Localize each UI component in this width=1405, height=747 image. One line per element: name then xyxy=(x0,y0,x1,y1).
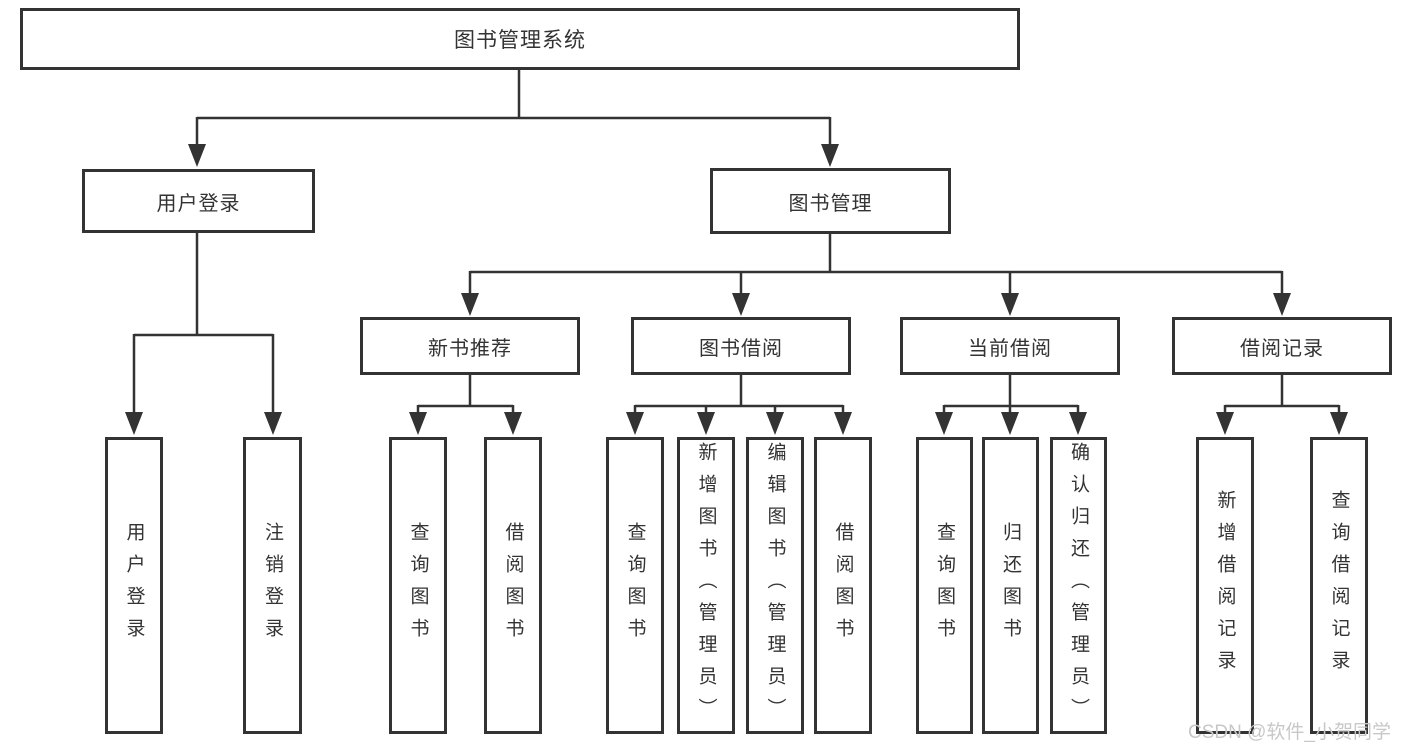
arrowheads xyxy=(125,144,1348,435)
leaf-edit-book: 编辑图书（管理员） xyxy=(746,437,804,734)
leaf-recommend-borrow-book: 借阅图书 xyxy=(484,437,542,734)
leaf-logout: 注销登录 xyxy=(243,437,302,734)
node-book-management: 图书管理 xyxy=(710,168,951,234)
node-book-management-label: 图书管理 xyxy=(788,192,873,215)
leaf-add-borrow-record: 新增借阅记录 xyxy=(1196,437,1254,734)
leaf-confirm-return: 确认归还（管理员） xyxy=(1050,437,1107,734)
node-book-borrow-label: 图书借阅 xyxy=(699,337,783,360)
leaf-user-login-label: 用户登录 xyxy=(123,521,145,650)
node-borrow-record: 借阅记录 xyxy=(1172,317,1392,375)
node-current-borrow-label: 当前借阅 xyxy=(968,337,1052,360)
leaf-logout-label: 注销登录 xyxy=(262,521,283,650)
leaf-edit-book-label: 编辑图书（管理员） xyxy=(764,441,786,730)
leaf-current-query-book: 查询图书 xyxy=(916,437,973,734)
leaf-borrow-borrow-book-label: 借阅图书 xyxy=(832,521,854,650)
leaf-current-query-book-label: 查询图书 xyxy=(934,521,955,650)
node-root-label: 图书管理系统 xyxy=(454,29,586,52)
leaf-add-borrow-record-label: 新增借阅记录 xyxy=(1214,489,1236,682)
leaf-query-borrow-record: 查询借阅记录 xyxy=(1310,437,1368,734)
node-new-book-recommend-label: 新书推荐 xyxy=(428,337,512,360)
leaf-borrow-query-book-label: 查询图书 xyxy=(624,521,646,650)
leaf-recommend-query-book: 查询图书 xyxy=(389,437,447,734)
watermark: CSDN @软件_小贺同学 xyxy=(1188,722,1391,743)
leaf-return-book: 归还图书 xyxy=(982,437,1039,734)
leaf-add-book: 新增图书（管理员） xyxy=(677,437,735,734)
node-current-borrow: 当前借阅 xyxy=(900,317,1120,375)
leaf-borrow-borrow-book: 借阅图书 xyxy=(814,437,872,734)
leaf-add-book-label: 新增图书（管理员） xyxy=(695,441,717,730)
leaf-user-login: 用户登录 xyxy=(105,437,163,734)
node-book-borrow: 图书借阅 xyxy=(631,317,851,375)
node-borrow-record-label: 借阅记录 xyxy=(1240,337,1324,360)
leaf-return-book-label: 归还图书 xyxy=(1000,521,1021,650)
leaf-borrow-query-book: 查询图书 xyxy=(606,437,664,734)
leaf-query-borrow-record-label: 查询借阅记录 xyxy=(1328,489,1350,682)
leaf-confirm-return-label: 确认归还（管理员） xyxy=(1068,441,1089,730)
node-root: 图书管理系统 xyxy=(20,8,1020,70)
leaf-recommend-borrow-book-label: 借阅图书 xyxy=(502,521,524,650)
leaf-recommend-query-book-label: 查询图书 xyxy=(407,521,429,650)
node-user-login: 用户登录 xyxy=(82,169,315,233)
node-user-login-label: 用户登录 xyxy=(156,192,241,215)
node-new-book-recommend: 新书推荐 xyxy=(360,317,580,375)
